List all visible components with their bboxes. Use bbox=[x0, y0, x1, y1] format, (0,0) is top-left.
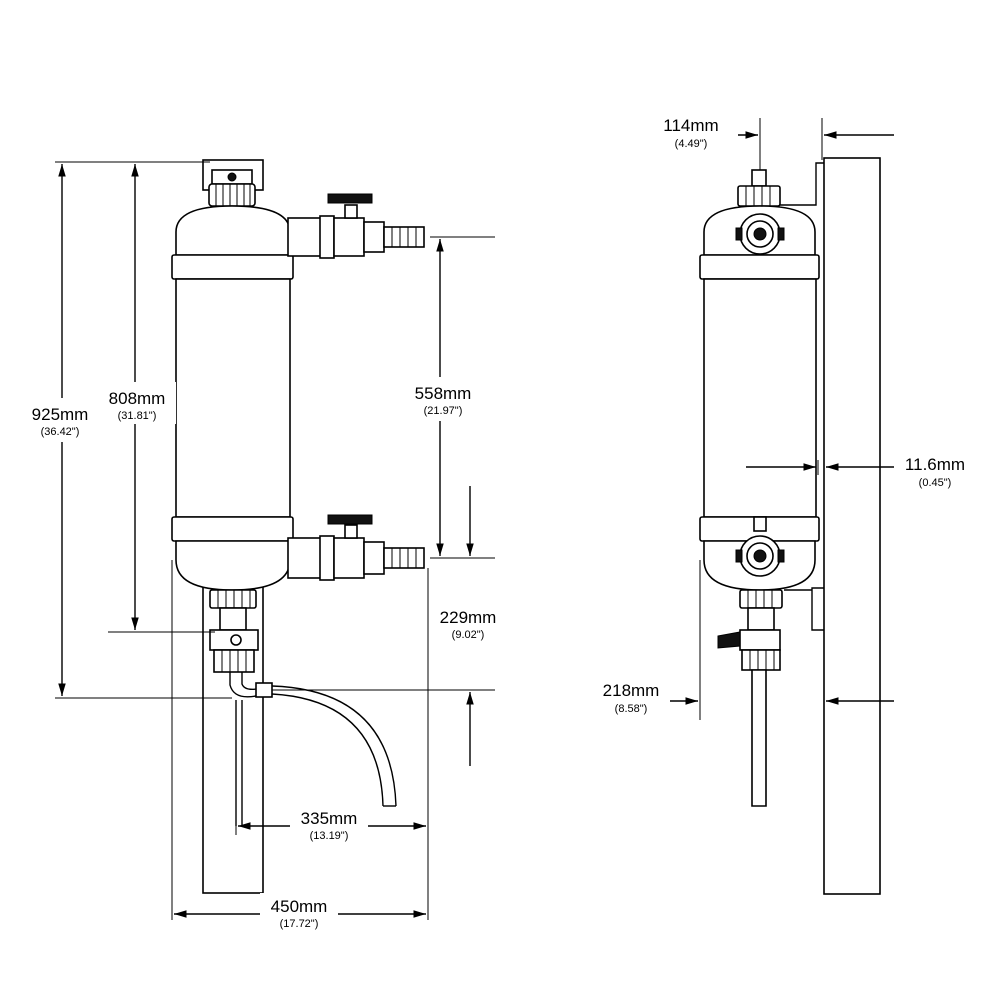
dim-114-metric: 114mm bbox=[663, 116, 718, 135]
dim-229-metric: 229mm bbox=[440, 608, 497, 627]
front-lower-band bbox=[171, 516, 294, 542]
side-bottom-bracket bbox=[811, 587, 824, 631]
dim-335-imperial: (13.19") bbox=[310, 830, 349, 842]
front-upper-port bbox=[287, 193, 425, 259]
front-vessel-top-dome bbox=[175, 205, 291, 256]
side-drain-assembly bbox=[717, 589, 783, 807]
side-top-fitting bbox=[737, 169, 781, 207]
dim-229-imperial: (9.02") bbox=[452, 629, 485, 641]
dim-11-6-imperial: (0.45") bbox=[919, 477, 952, 489]
side-vessel-body bbox=[703, 278, 817, 518]
dim-558-imperial: (21.97") bbox=[424, 405, 463, 417]
side-upper-band bbox=[699, 254, 820, 280]
front-view bbox=[22, 159, 495, 935]
dim-450-metric: 450mm bbox=[271, 897, 328, 916]
front-lower-port bbox=[287, 514, 425, 581]
dimension-labels: 925mm (36.42") 808mm (31.81") 558mm (21.… bbox=[32, 116, 965, 930]
dim-450-imperial: (17.72") bbox=[280, 918, 319, 930]
front-drain-assembly bbox=[209, 589, 397, 826]
dim-925-metric: 925mm bbox=[32, 405, 89, 424]
side-upper-valve bbox=[735, 213, 785, 255]
side-lower-valve bbox=[735, 516, 785, 577]
front-upper-band bbox=[171, 254, 294, 280]
side-view bbox=[670, 118, 894, 895]
front-vessel-body bbox=[175, 278, 291, 518]
dim-114-imperial: (4.49") bbox=[675, 138, 708, 150]
dim-808-metric: 808mm bbox=[109, 389, 166, 408]
dim-218-metric: 218mm bbox=[603, 681, 660, 700]
side-top-bracket bbox=[780, 162, 824, 206]
dim-925-imperial: (36.42") bbox=[41, 426, 80, 438]
dim-335-metric: 335mm bbox=[301, 809, 358, 828]
dim-558-metric: 558mm bbox=[415, 384, 472, 403]
dim-808-imperial: (31.81") bbox=[118, 410, 157, 422]
front-top-head bbox=[208, 169, 256, 207]
dim-218-imperial: (8.58") bbox=[615, 703, 648, 715]
dim-11-6-metric: 11.6mm bbox=[905, 455, 965, 474]
front-vessel-bottom-dome bbox=[175, 540, 291, 591]
side-wall bbox=[823, 157, 881, 895]
